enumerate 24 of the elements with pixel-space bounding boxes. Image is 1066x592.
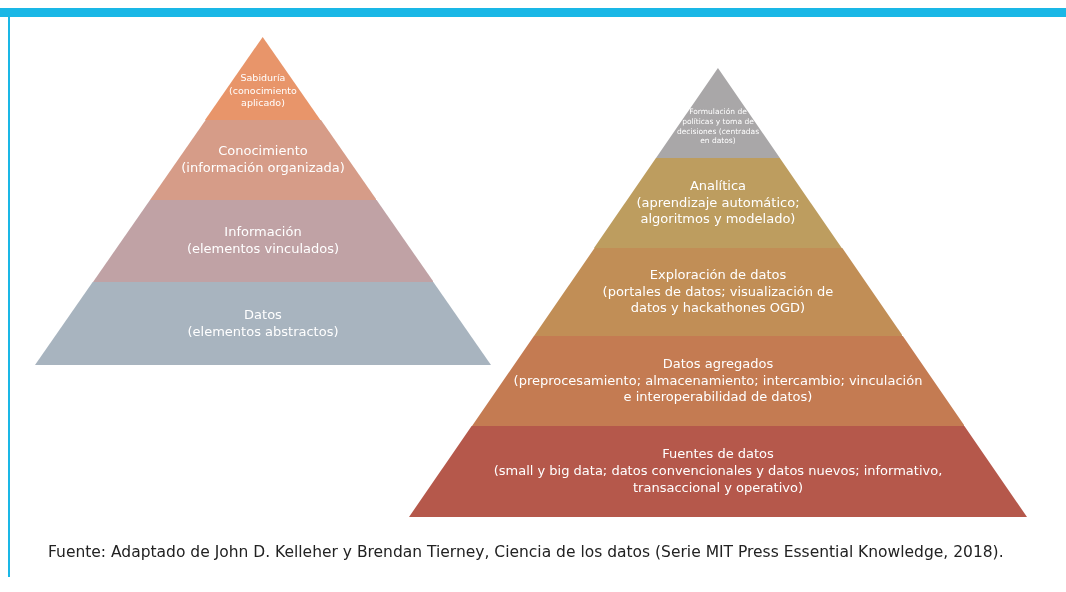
pyramid-tier (149, 120, 377, 200)
tier-description: (elementos abstractos) (187, 323, 339, 341)
pyramid-tier (92, 200, 434, 282)
tier-title: Sabiduría (conocimiento aplicado) (228, 72, 298, 110)
pyramid-tier (35, 282, 491, 365)
source-caption: Fuente: Adaptado de John D. Kelleher y Brendan Tierney, Ciencia de los datos (Serie MIT Press Essential Knowledge, 2018). (48, 543, 1004, 561)
tier-description: (elementos vinculados) (186, 241, 340, 258)
tier-description: (aprendizaje automático; algoritmos y modelado) (635, 194, 801, 229)
pyramid-tier (205, 37, 321, 120)
tier-title: Analítica (689, 177, 747, 195)
tier-title: Exploración de datos (649, 266, 787, 284)
pyramid-tier (533, 248, 903, 336)
tier-title: Datos (244, 306, 282, 324)
tier-description: (preprocesamiento; almacenamiento; intercambio; vinculación e interoperabilidad de datos) (512, 372, 924, 407)
tier-title: Fuentes de datos (662, 446, 774, 464)
tier-description: (small y big data; datos convencionales y datos nuevos; informativo, transaccional y operativo) (492, 463, 944, 497)
tier-title: Información (224, 224, 302, 241)
pyramid-tier (471, 336, 965, 426)
pyramid-tier (594, 158, 842, 248)
pyramid-tier (409, 426, 1027, 517)
tier-description: (información organizada) (181, 160, 345, 177)
tier-title: Conocimiento (218, 143, 308, 160)
tier-description: (portales de datos; visualización de datos y hackathones OGD) (601, 283, 835, 318)
tier-title: Datos agregados (662, 355, 774, 373)
